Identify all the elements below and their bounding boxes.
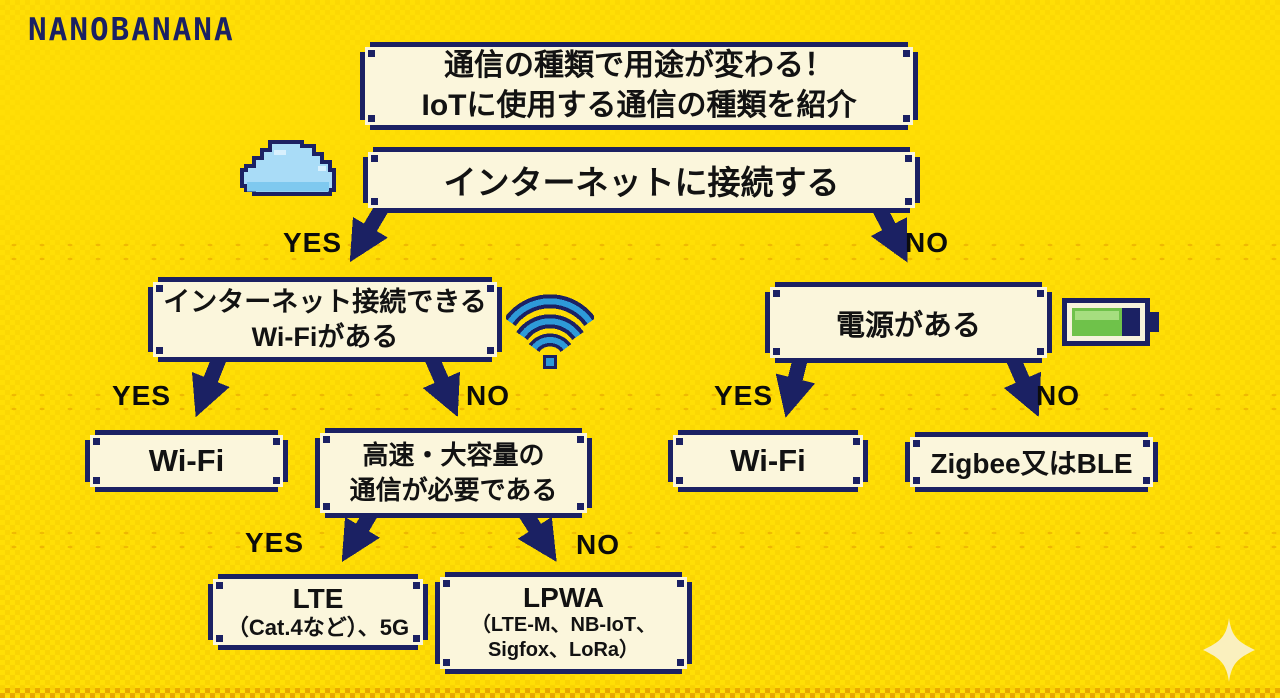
label-yes-3: YES [714,380,774,411]
node-connect-internet: インターネットに接続する [363,147,920,213]
node-power-available: 電源がある [765,282,1052,363]
label-no-3: NO [1036,380,1080,411]
node-wifi-available-line1: インターネット接続できる [163,286,487,317]
node-need-high-speed-line2: 通信が必要である [349,475,558,505]
node-result-wifi-left-label: Wi-Fi [148,443,225,478]
label-no-1: NO [905,227,949,258]
title-line1: 通信の種類で用途が変わる！ [444,49,834,82]
node-need-high-speed: 高速・大容量の 通信が必要である [315,428,592,518]
label-no-4: NO [576,529,620,560]
node-power-available-label: 電源がある [835,309,981,342]
node-result-lpwa-line2: （LTE-M、NB-IoT、 [470,614,657,636]
wifi-icon [506,278,594,370]
node-result-lte: LTE （Cat.4など）、5G [208,574,428,650]
cloud-icon [238,138,342,214]
battery-icon [1062,294,1160,350]
node-result-lpwa: LPWA （LTE-M、NB-IoT、 Sigfox、LoRa） [435,572,692,674]
label-yes-4: YES [245,527,305,558]
bg-dot-band [0,526,1280,554]
bg-bottom-strip [0,688,1280,698]
node-result-lte-line2: （Cat.4など）、5G [226,615,410,640]
sparkle-icon [1197,616,1261,684]
node-need-high-speed-line1: 高速・大容量の [362,440,545,470]
label-no-2: NO [466,380,510,411]
brand-logo: NANOBANANA [28,12,235,48]
label-yes-1: YES [283,227,343,258]
bg-dot-band [0,238,1280,266]
node-result-wifi-left: Wi-Fi [85,430,288,492]
node-title: 通信の種類で用途が変わる！ IoTに使用する通信の種類を紹介 [360,42,918,130]
node-result-wifi-right: Wi-Fi [668,430,868,492]
node-result-wifi-right-label: Wi-Fi [730,443,806,478]
title-line2: IoTに使用する通信の種類を紹介 [421,89,857,122]
node-result-lpwa-line1: LPWA [523,582,604,613]
node-result-zigbee-ble-label: Zigbee又はBLE [930,448,1133,479]
node-result-lte-line1: LTE [292,583,344,614]
node-result-zigbee-ble: Zigbee又はBLE [905,432,1158,492]
node-result-lpwa-line3: Sigfox、LoRa） [487,639,640,661]
label-yes-2: YES [112,380,172,411]
node-wifi-available-line2: Wi-Fiがある [251,321,399,352]
node-connect-internet-label: インターネットに接続する [443,164,840,201]
node-wifi-available: インターネット接続できる Wi-Fiがある [148,277,502,362]
bg-dot-band [0,388,1280,416]
